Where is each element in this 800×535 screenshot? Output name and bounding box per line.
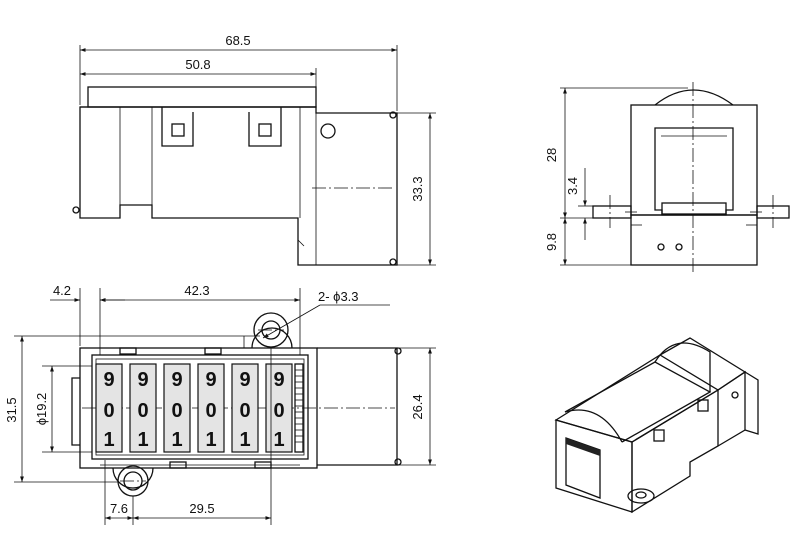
front-boss <box>320 123 336 139</box>
iso-dome <box>564 409 623 443</box>
iso-extension <box>717 370 746 447</box>
counter-wheels: 9 0 1 9 0 1 9 0 1 9 0 1 <box>95 363 293 453</box>
front-body-outline <box>79 106 398 266</box>
svg-text:0: 0 <box>239 400 250 422</box>
iso-top-face <box>554 354 720 443</box>
counter-wheel: 9 0 1 <box>231 363 259 453</box>
svg-text:1: 1 <box>103 429 114 451</box>
front-clip-left <box>161 107 194 147</box>
drive-gear <box>294 363 304 453</box>
dim-top-bottom-pitch: 29.5 <box>189 501 214 516</box>
dim-top-width: 42.3 <box>184 283 209 298</box>
front-top-plate <box>87 86 317 108</box>
dim-side-boss: 3.4 <box>565 177 580 195</box>
svg-text:1: 1 <box>205 429 216 451</box>
dim-top-bottom-offset: 7.6 <box>110 501 128 516</box>
svg-text:9: 9 <box>273 369 284 391</box>
dim-side-height: 28 <box>544 148 559 162</box>
svg-text:0: 0 <box>273 400 284 422</box>
svg-text:1: 1 <box>273 429 284 451</box>
svg-text:9: 9 <box>137 369 148 391</box>
dim-front-body-width: 50.8 <box>185 57 210 72</box>
top-wheel-housing <box>91 354 309 460</box>
dim-top-left-offset: 4.2 <box>53 283 71 298</box>
dim-top-window-height: 26.4 <box>410 394 425 419</box>
svg-text:1: 1 <box>171 429 182 451</box>
dim-front-height: 33.3 <box>410 176 425 201</box>
svg-text:0: 0 <box>171 400 182 422</box>
counter-wheel: 9 0 1 <box>197 363 225 453</box>
dim-hole-note: 2- ϕ3.3 <box>318 289 359 304</box>
svg-text:9: 9 <box>103 369 114 391</box>
svg-text:9: 9 <box>171 369 182 391</box>
iso-mount-ear <box>627 488 655 504</box>
iso-window <box>565 437 601 499</box>
dim-side-base: 9.8 <box>544 233 559 251</box>
svg-text:0: 0 <box>137 400 148 422</box>
svg-text:0: 0 <box>205 400 216 422</box>
counter-wheel: 9 0 1 <box>129 363 157 453</box>
iso-front-face <box>555 419 633 513</box>
svg-text:9: 9 <box>239 369 250 391</box>
side-lower-body <box>630 214 758 266</box>
top-hole-ear <box>251 327 293 349</box>
side-dome <box>654 89 734 106</box>
top-extension <box>317 347 398 466</box>
svg-text:1: 1 <box>239 429 250 451</box>
front-clip-right <box>248 107 282 147</box>
counter-wheel: 9 0 1 <box>95 363 123 453</box>
isometric-view <box>554 337 759 514</box>
dim-front-overall-width: 68.5 <box>225 33 250 48</box>
front-view: 68.5 50.8 33.3 <box>72 33 436 266</box>
side-upper-body <box>630 104 758 216</box>
svg-text:9: 9 <box>205 369 216 391</box>
iso-window-housing <box>564 361 712 443</box>
side-window <box>654 127 734 216</box>
top-left-bracket <box>71 377 80 446</box>
dim-top-overall-height: 31.5 <box>4 397 19 422</box>
top-view: 9 0 1 9 0 1 9 0 1 9 0 1 <box>4 283 436 525</box>
svg-text:0: 0 <box>103 400 114 422</box>
top-hole-ear-bottom <box>112 467 154 489</box>
side-view: 28 3.4 9.8 <box>544 82 790 272</box>
counter-wheel: 9 0 1 <box>265 363 293 453</box>
svg-text:1: 1 <box>137 429 148 451</box>
counter-wheel: 9 0 1 <box>163 363 191 453</box>
top-body <box>79 347 318 469</box>
dim-top-wheel-diameter: ϕ19.2 <box>34 393 49 426</box>
